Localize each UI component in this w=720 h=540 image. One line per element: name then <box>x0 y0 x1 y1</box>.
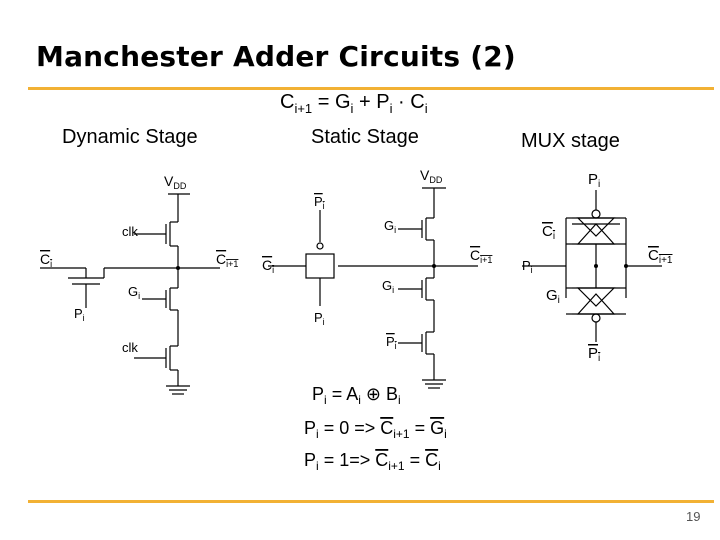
static-output-node <box>432 264 436 268</box>
mux-ci1-label: Ci+1 <box>648 247 673 266</box>
mux-pi-bottom-label: Pi <box>588 345 600 364</box>
static-pi-bottom-label: Pi <box>314 310 325 327</box>
svg-text:Ci+1 = Gi + Pi · Ci: Ci+1 = Gi + Pi · Ci <box>280 91 428 116</box>
static-gi-top-label: Gi <box>384 218 396 235</box>
mux-stage-circuit: Pi Ci Pi Ci+1 Gi Pi <box>522 171 673 364</box>
svg-text:VDD: VDD <box>420 167 443 185</box>
equations-block: Pi = Ai ⊕ Bi Pi = 0 => Ci+1 = Gi Pi = 1=… <box>304 384 447 473</box>
mux-stage-label: MUX stage <box>521 130 620 152</box>
dynamic-stage-label: Dynamic Stage <box>62 126 198 148</box>
static-stage-circuit: VDD Pi Pi Gi Gi Pi Ci Ci+1 <box>262 167 492 389</box>
bottom-divider <box>28 500 714 503</box>
static-ci1-label: Ci+1 <box>470 247 492 265</box>
static-gi-bottom-label: Gi <box>382 278 394 295</box>
slide-title: Manchester Adder Circuits (2) <box>36 40 516 73</box>
mux-pi-mid-label: Pi <box>522 258 533 275</box>
carry-equation: Ci+1 = Gi + Pi · Ci <box>280 91 428 116</box>
page-number: 19 <box>686 509 701 524</box>
dynamic-ci-label: Ci <box>40 251 52 269</box>
dynamic-stage-circuit: VDD clk clk Ci Ci+1 Gi Pi <box>40 173 238 395</box>
dynamic-gi-label: Gi <box>128 284 140 301</box>
static-stage-label: Static Stage <box>311 126 419 148</box>
dynamic-pi-label: Pi <box>74 306 85 323</box>
mux-output-node <box>624 264 628 268</box>
mux-center-node <box>594 264 598 268</box>
static-ci-label: Ci <box>262 257 274 275</box>
case1-equation: Pi = 1=> Ci+1 = Ci <box>304 450 441 473</box>
dynamic-output-node <box>176 266 180 270</box>
mux-gi-label: Gi <box>546 287 560 306</box>
case0-equation: Pi = 0 => Ci+1 = Gi <box>304 418 447 441</box>
static-pi-gate-label: Pi <box>386 334 397 351</box>
dynamic-clk-top-label: clk <box>122 224 138 239</box>
dynamic-ci1-label: Ci+1 <box>216 251 238 269</box>
dynamic-clk-bottom-label: clk <box>122 340 138 355</box>
mux-pi-top-label: Pi <box>588 171 600 190</box>
mux-ci-label: Ci <box>542 223 555 242</box>
propagate-equation: Pi = Ai ⊕ Bi <box>312 384 401 407</box>
top-divider <box>28 87 714 90</box>
static-pi-top-label: Pi <box>314 194 325 211</box>
carry-lhs: C <box>280 91 294 113</box>
svg-text:VDD: VDD <box>164 173 187 191</box>
